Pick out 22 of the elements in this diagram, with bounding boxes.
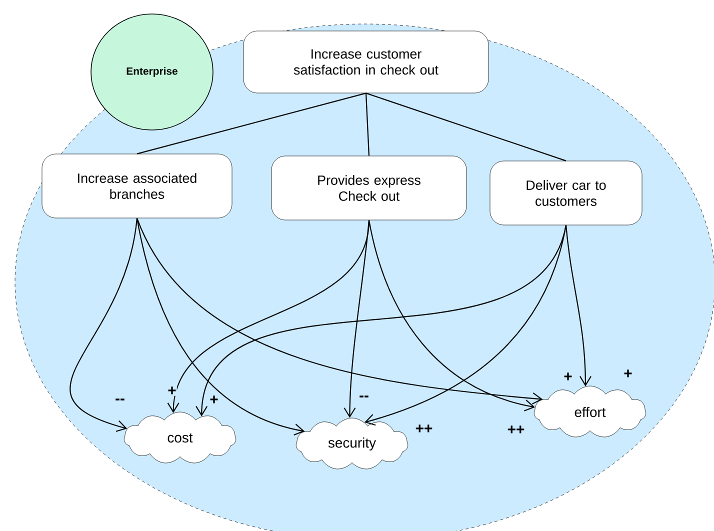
softgoal-cloud: security	[296, 418, 408, 470]
arrow	[70, 218, 138, 432]
edge-label: ++	[414, 424, 434, 434]
edge-label: +	[563, 372, 573, 382]
edge-label: +	[623, 369, 633, 379]
edge-label: +	[167, 386, 177, 396]
goal-box: Increase customer satisfaction in check out	[243, 30, 489, 94]
edge-label: --	[358, 395, 370, 401]
softgoal-cloud: cost	[124, 412, 236, 464]
arrow	[368, 220, 536, 412]
arrow	[364, 225, 567, 426]
edge-label: --	[114, 398, 126, 404]
goal-box: Increase associated branches	[42, 154, 232, 218]
arrow	[565, 225, 592, 386]
arrow	[136, 218, 305, 436]
edge-label: +	[209, 395, 219, 405]
arrow	[136, 218, 543, 404]
goal-box: Provides express Check out	[271, 156, 467, 220]
edge-label: ++	[506, 425, 526, 435]
goal-box: Deliver car to customers	[490, 160, 642, 226]
softgoal-cloud: effort	[534, 386, 646, 438]
arrow	[344, 220, 370, 418]
